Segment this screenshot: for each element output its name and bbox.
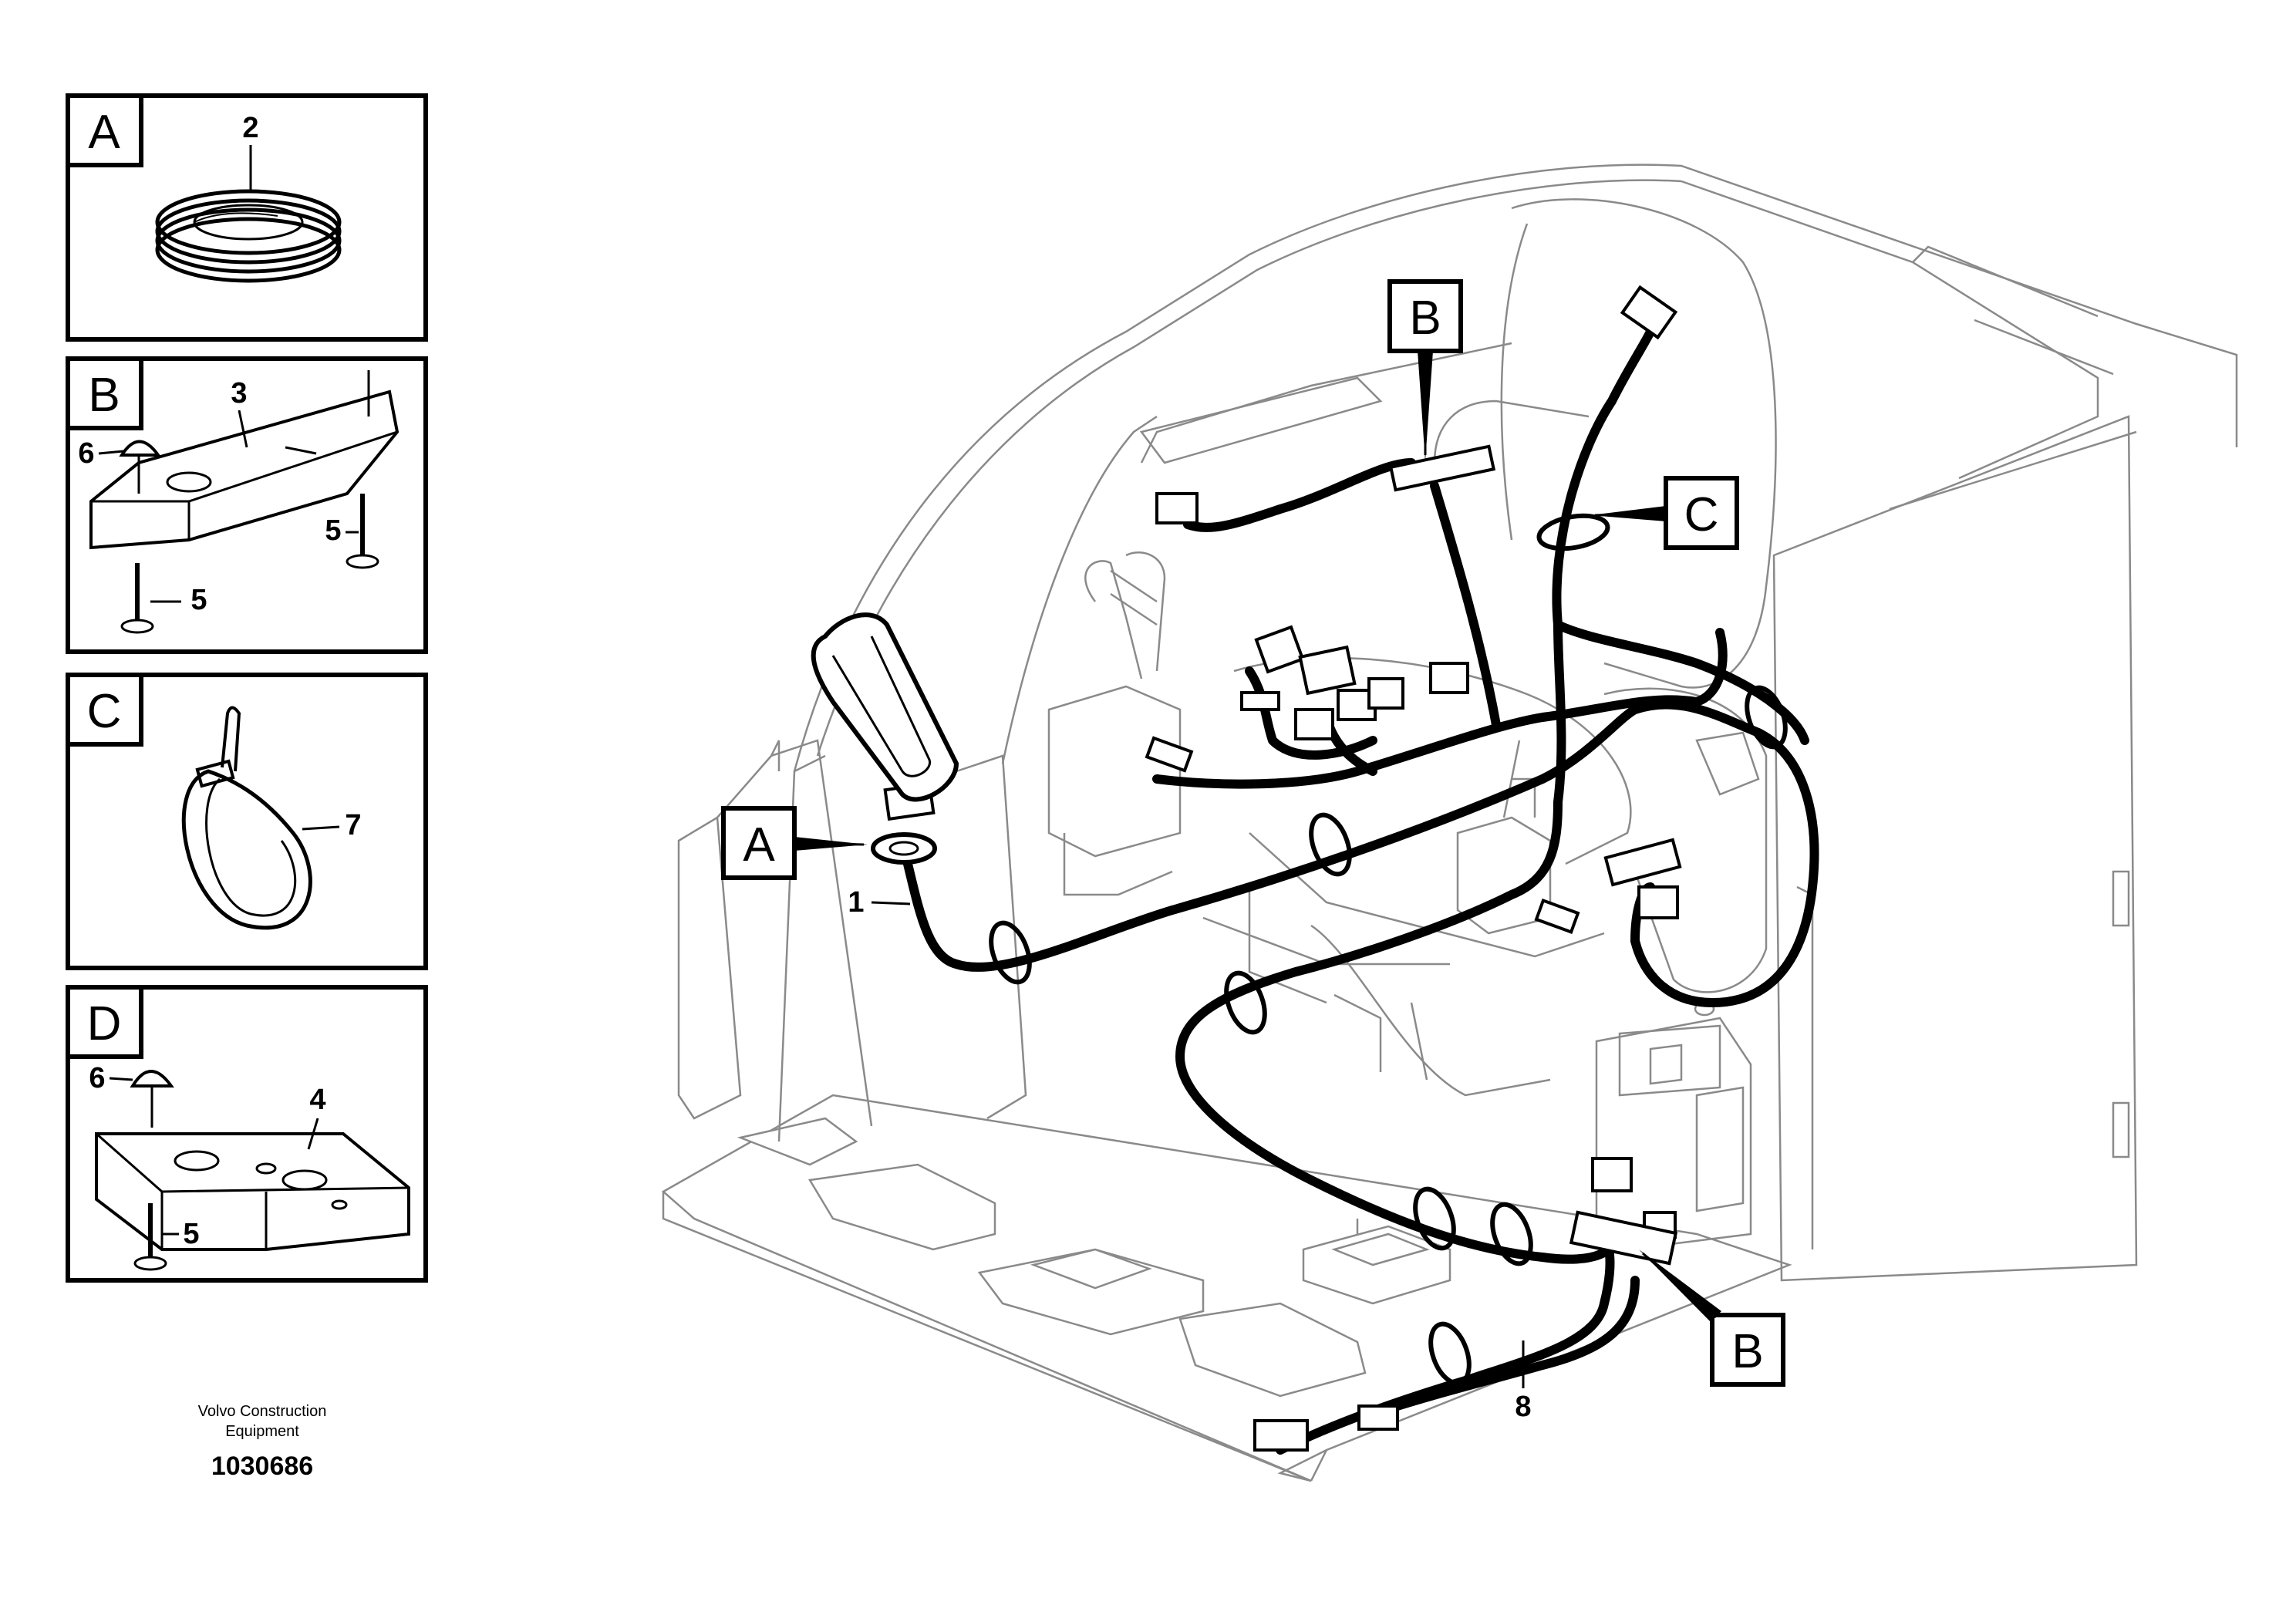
panel-d-letter: D: [87, 997, 122, 1050]
svg-text:B: B: [1409, 292, 1441, 345]
harness-connectors: [883, 285, 1682, 1452]
callout-5-d: 5: [183, 1218, 199, 1250]
detail-panel-d: D 6 4 5: [66, 985, 428, 1283]
screw-icon: [133, 1203, 179, 1271]
callout-7: 7: [345, 809, 361, 841]
svg-text:B: B: [1731, 1325, 1763, 1378]
wiring-harness-8: [1276, 1229, 1640, 1455]
label-c-main: C: [1590, 476, 1739, 550]
detail-panel-b: B 3 6 5 5: [66, 356, 428, 654]
cover-block-icon: [89, 389, 400, 550]
wiring-harness-1: [899, 327, 1819, 1264]
footer-company-line2: Equipment: [225, 1423, 299, 1440]
label-b-top: B: [1387, 279, 1463, 461]
display-unit: [811, 612, 959, 802]
callout-3: 3: [231, 377, 247, 410]
detail-panel-a: A 2: [66, 93, 428, 342]
svg-text:1: 1: [848, 886, 864, 919]
panel-b-letter: B: [88, 369, 120, 422]
callout-2: 2: [242, 112, 258, 144]
callout-1: 1: [848, 886, 911, 919]
callout-8: 8: [1515, 1340, 1532, 1423]
label-a-main: A: [721, 806, 868, 880]
footer-company-line1: Volvo Construction: [198, 1403, 327, 1420]
callout-6-d: 6: [89, 1062, 105, 1094]
svg-text:A: A: [743, 818, 775, 872]
footer-part-number: 1030686: [211, 1452, 313, 1481]
plug-icon: [130, 1070, 174, 1128]
label-b-bottom: B: [1639, 1249, 1785, 1387]
cab-illustration: [661, 164, 2238, 1482]
cover-block-icon: [95, 1132, 410, 1251]
screw-icon: [120, 563, 181, 634]
svg-text:8: 8: [1515, 1391, 1531, 1423]
cable-tie-icon: [181, 706, 312, 930]
plug-icon: [119, 440, 161, 494]
callout-5-b-right: 5: [325, 514, 341, 547]
grommet-icon: [155, 189, 342, 283]
screw-icon: [346, 494, 379, 569]
svg-text:C: C: [1684, 488, 1719, 541]
detail-panel-c: C 7: [66, 673, 428, 970]
footer: Volvo Construction Equipment 1030686: [198, 1403, 327, 1481]
callout-4: 4: [309, 1084, 325, 1116]
panel-a-letter: A: [88, 106, 120, 159]
callout-5-b-left: 5: [190, 584, 207, 616]
cable-tie-markers: [989, 513, 1788, 1386]
grommet-icon: [871, 832, 937, 865]
panel-c-letter: C: [87, 685, 122, 738]
callout-6-b: 6: [78, 437, 94, 470]
